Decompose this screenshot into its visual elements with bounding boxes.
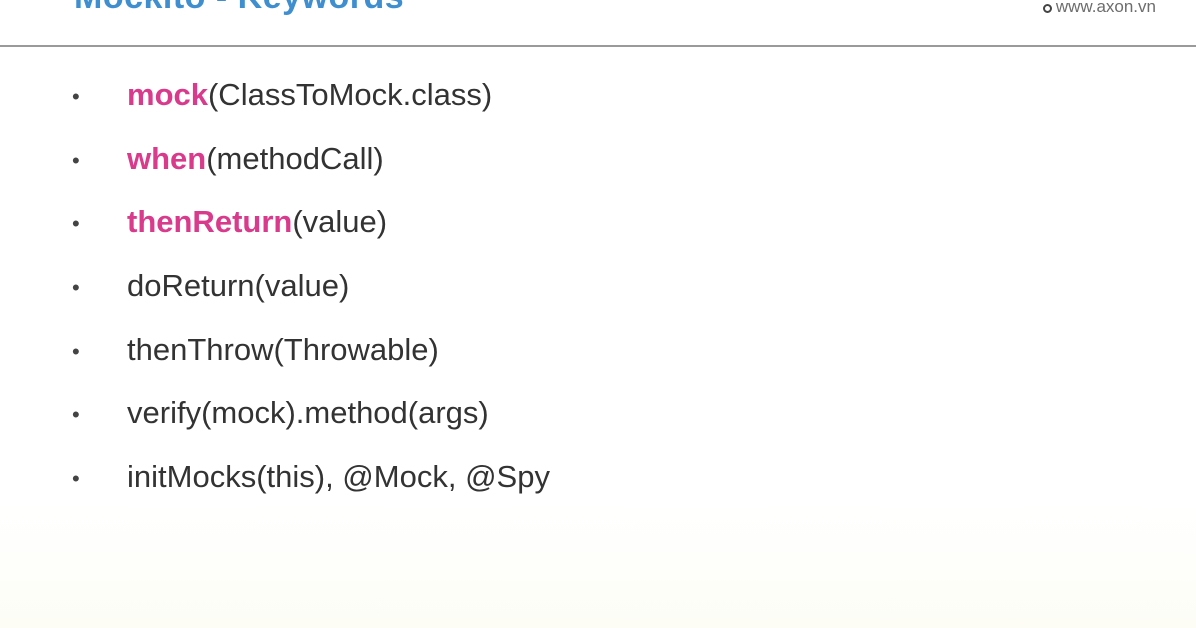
keyword-args: (value) [292, 204, 388, 240]
keyword-args: thenThrow(Throwable) [127, 331, 439, 367]
list-item-text: thenReturn(value) [127, 203, 387, 240]
keyword: when [127, 140, 207, 176]
bullet-icon: • [72, 147, 80, 173]
list-item-text: when(methodCall) [127, 140, 384, 177]
bullet-icon: • [72, 466, 80, 492]
list-item-text: doReturn(value) [127, 267, 349, 304]
brand-url: www.axon.vn [1055, 0, 1156, 16]
header-divider [0, 45, 1196, 47]
list-item-text: mock(ClassToMock.class) [127, 76, 492, 113]
bullet-icon: • [72, 402, 80, 428]
list-item-text: initMocks(this), @Mock, @Spy [127, 458, 550, 495]
bullet-icon: • [72, 211, 80, 237]
keyword-args: verify(mock).method(args) [127, 395, 489, 431]
keyword-args: doReturn(value) [127, 268, 350, 304]
keyword-args: (methodCall) [206, 140, 384, 176]
list-item-text: verify(mock).method(args) [127, 394, 489, 431]
keyword: mock [127, 77, 208, 112]
bullet-icon: • [72, 84, 80, 109]
bullet-icon: • [72, 338, 80, 364]
keyword: thenReturn [127, 204, 293, 240]
globe-icon [1042, 3, 1052, 13]
keyword-args: (ClassToMock.class) [207, 77, 493, 112]
list-item-text: thenThrow(Throwable) [127, 331, 439, 368]
brand-label[interactable]: www.axon.vn [1042, 0, 1156, 17]
bullet-icon: • [72, 275, 80, 301]
keyword-args: initMocks(this), @Mock, @Spy [127, 459, 550, 495]
slide-title: Mockito - Keywords [74, 0, 404, 17]
